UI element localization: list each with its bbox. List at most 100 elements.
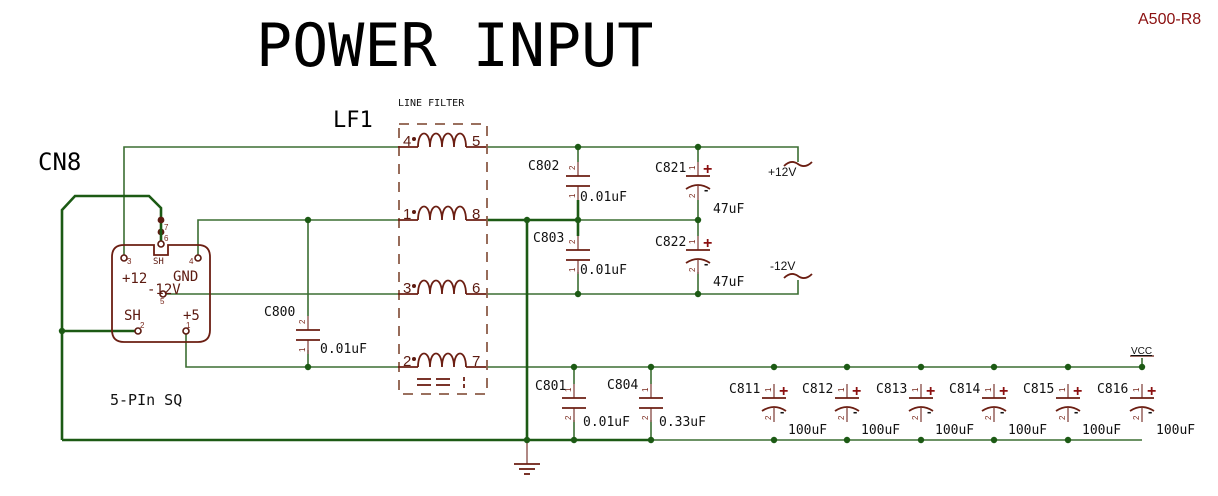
pin7-number: 7 — [164, 223, 169, 232]
winding-pin-in: 3 — [403, 280, 411, 297]
pin6-number: 6 — [164, 234, 169, 243]
minus-sign: - — [780, 404, 784, 419]
cap-pin-number: 1 — [564, 387, 573, 392]
cap-value: 100uF — [935, 423, 974, 438]
cap-value: 0.01uF — [320, 342, 367, 357]
cap-ref: C803 — [533, 231, 564, 246]
minus-sign: - — [1000, 404, 1004, 419]
cap-value: 0.01uF — [583, 415, 630, 430]
cap-ref: C815 — [1023, 382, 1054, 397]
cap-ref: C811 — [729, 382, 760, 397]
cap-ref: C812 — [802, 382, 833, 397]
cap-ref: C813 — [876, 382, 907, 397]
cap-value: 0.01uF — [580, 190, 627, 205]
plus-sign: + — [1073, 383, 1082, 400]
filter-name: LINE FILTER — [398, 98, 465, 109]
pin4-number: 4 — [189, 257, 194, 266]
cap-pin-number: 1 — [1058, 387, 1067, 392]
cap-plate-curved — [761, 406, 787, 412]
cap-pin-number: 2 — [564, 415, 573, 420]
pin7-dot — [157, 216, 165, 224]
junctions — [58, 143, 1146, 444]
cap-plate-curved — [685, 258, 711, 264]
net-vcc-label: VCC — [1131, 346, 1152, 357]
cap-ref: C816 — [1097, 382, 1128, 397]
cap-plate-curved — [834, 406, 860, 412]
cap-pin-number: 2 — [1058, 415, 1067, 420]
plus-sign: + — [999, 383, 1008, 400]
wire-shield-loop — [60, 194, 163, 440]
filter-core-marks — [417, 377, 465, 388]
cap-value: 47uF — [713, 275, 744, 290]
winding-pin-out: 8 — [472, 206, 480, 223]
capacitor-c801[interactable]: 1 2 C801 0.01uF — [535, 379, 630, 430]
cap-plate-curved — [1129, 406, 1155, 412]
wire-vcc — [486, 358, 1143, 368]
plus-sign: + — [852, 383, 861, 400]
connector-body — [111, 244, 211, 343]
plus-sign: + — [703, 161, 712, 178]
cap-value: 0.33uF — [659, 415, 706, 430]
cap-ref: C801 — [535, 379, 566, 394]
net-plus12v-label: +12V — [768, 165, 796, 179]
cap-pin-number: 2 — [568, 239, 577, 244]
winding-pin-in: 2 — [403, 353, 411, 370]
label-minus12: -12V — [147, 282, 181, 298]
pin3-number: 3 — [127, 257, 132, 266]
cap-value: 100uF — [1156, 423, 1195, 438]
plus-sign: + — [703, 235, 712, 252]
connector-cn8[interactable]: CN8 7 6 3 4 5 2 1 SH +12 GND -12V SH +5 … — [38, 148, 211, 409]
winding-pin-out: 5 — [472, 133, 480, 150]
sheet-id: A500-R8 — [1138, 11, 1201, 28]
cap-pin-number: 2 — [688, 193, 697, 198]
cap-pin-number: 1 — [641, 387, 650, 392]
cap-pin-number: 2 — [837, 415, 846, 420]
cap-plate-curved — [685, 184, 711, 190]
minus-sign: - — [927, 404, 931, 419]
filter-outline — [398, 123, 488, 395]
cap-pin-number: 1 — [688, 239, 697, 244]
cap-pin-number: 2 — [688, 267, 697, 272]
winding-pin-out: 7 — [472, 353, 480, 370]
polarity-dot — [412, 357, 416, 361]
polarity-dot — [412, 137, 416, 141]
cap-value: 100uF — [861, 423, 900, 438]
label-sh: SH — [124, 308, 141, 324]
pin3-circle — [120, 254, 128, 262]
cap-pin-number: 2 — [1132, 415, 1141, 420]
cap-pin-number: 1 — [911, 387, 920, 392]
cap-pin-number: 1 — [298, 347, 307, 352]
winding-coil — [417, 132, 467, 148]
label-plus12: +12 — [122, 271, 147, 287]
cap-ref: C800 — [264, 305, 295, 320]
cap-pin-number: 1 — [568, 193, 577, 198]
label-gnd: GND — [173, 269, 198, 285]
cap-pin-number: 2 — [764, 415, 773, 420]
cap-plate-curved — [908, 406, 934, 412]
net-minus12v-label: -12V — [770, 259, 795, 273]
cap-ref: C814 — [949, 382, 980, 397]
winding-pin-in: 1 — [403, 206, 411, 223]
wire-pin3-lf4 — [123, 146, 398, 258]
cap-pin-number: 2 — [641, 415, 650, 420]
cap-pin-number: 1 — [1132, 387, 1141, 392]
cap-pin-number: 1 — [764, 387, 773, 392]
wire-gnd-lf1 — [197, 219, 398, 258]
plus-sign: + — [1147, 383, 1156, 400]
